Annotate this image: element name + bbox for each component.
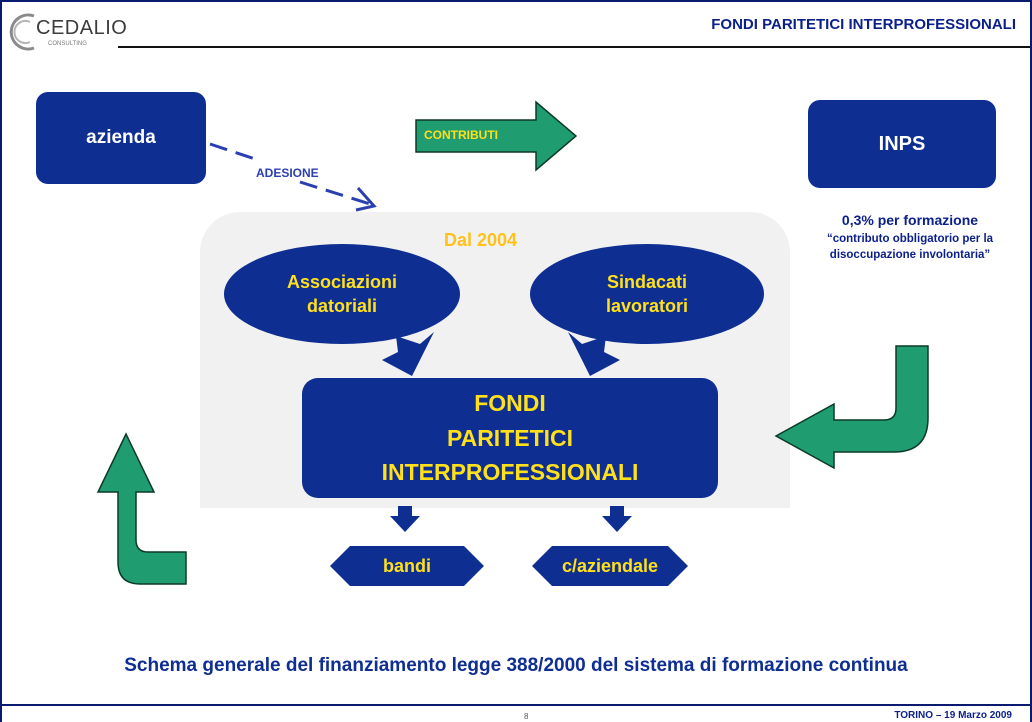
azienda-label: azienda: [86, 127, 156, 148]
inps-note-rate: 0,3% per formazione: [841, 212, 979, 228]
fondi-line-2: PARITETICI: [446, 424, 574, 451]
footer-date: TORINO – 19 Marzo 2009: [894, 710, 1012, 721]
associazioni-oval: Associazioni datoriali: [224, 244, 460, 344]
sind-to-fondi-arrow: [568, 332, 620, 376]
bandi-hexagon: [330, 546, 484, 586]
inps-note-description: “contributo obbligatorio per la disoccup…: [790, 232, 1030, 263]
slide-title: FONDI PARITETICI INTERPROFESSIONALI: [711, 16, 1016, 33]
azienda-box: azienda: [36, 92, 206, 184]
sindacati-oval: Sindacati lavoratori: [530, 244, 764, 344]
inps-label: INPS: [878, 132, 926, 155]
sindacati-line-1: Sindacati: [606, 271, 688, 292]
caziendale-hexagon: [532, 546, 688, 586]
logo-swoosh-icon: [9, 13, 35, 51]
contributi-arrow: [415, 100, 578, 172]
associazioni-line-2: datoriali: [306, 296, 377, 316]
adesione-label: ADESIONE: [256, 166, 319, 180]
bandi-label: bandi: [383, 556, 431, 576]
cedalio-logo: CEDALIO CONSULTING: [6, 12, 136, 52]
footer-rule: [0, 704, 1032, 706]
contributi-label: CONTRIBUTI: [424, 128, 498, 142]
inps-to-fondi-arrow: [774, 345, 929, 470]
fondi-to-caziendale-arrow: [602, 506, 632, 532]
frame-right-border: [1030, 0, 1032, 722]
return-to-azienda-arrow: [96, 432, 187, 585]
fondi-box: FONDI PARITETICI INTERPROFESSIONALI: [302, 378, 718, 498]
header-rule: [118, 46, 1030, 48]
frame-left-border: [0, 0, 2, 722]
fondi-line-3: INTERPROFESSIONALI: [381, 459, 639, 486]
fondi-line-1: FONDI: [474, 390, 546, 417]
page-number: 8: [524, 712, 529, 721]
caziendale-label: c/aziendale: [561, 556, 659, 576]
logo-subtext: CONSULTING: [48, 41, 87, 47]
assoc-to-fondi-arrow: [382, 332, 434, 376]
inps-box: INPS: [808, 100, 996, 188]
adesione-dashed-arrow: [209, 142, 377, 212]
inps-note-line-2: disoccupazione involontaria”: [829, 248, 991, 261]
dal-2004-label: Dal 2004: [444, 230, 518, 250]
frame-top-border: [0, 0, 1032, 2]
slide-caption: Schema generale del finanziamento legge …: [124, 655, 908, 676]
logo-text: CEDALIO: [36, 17, 128, 39]
fondi-to-bandi-arrow: [390, 506, 420, 532]
sindacati-line-2: lavoratori: [605, 296, 689, 316]
inps-note-line-1: “contributo obbligatorio per la: [826, 233, 994, 245]
associazioni-line-1: Associazioni: [286, 271, 398, 292]
